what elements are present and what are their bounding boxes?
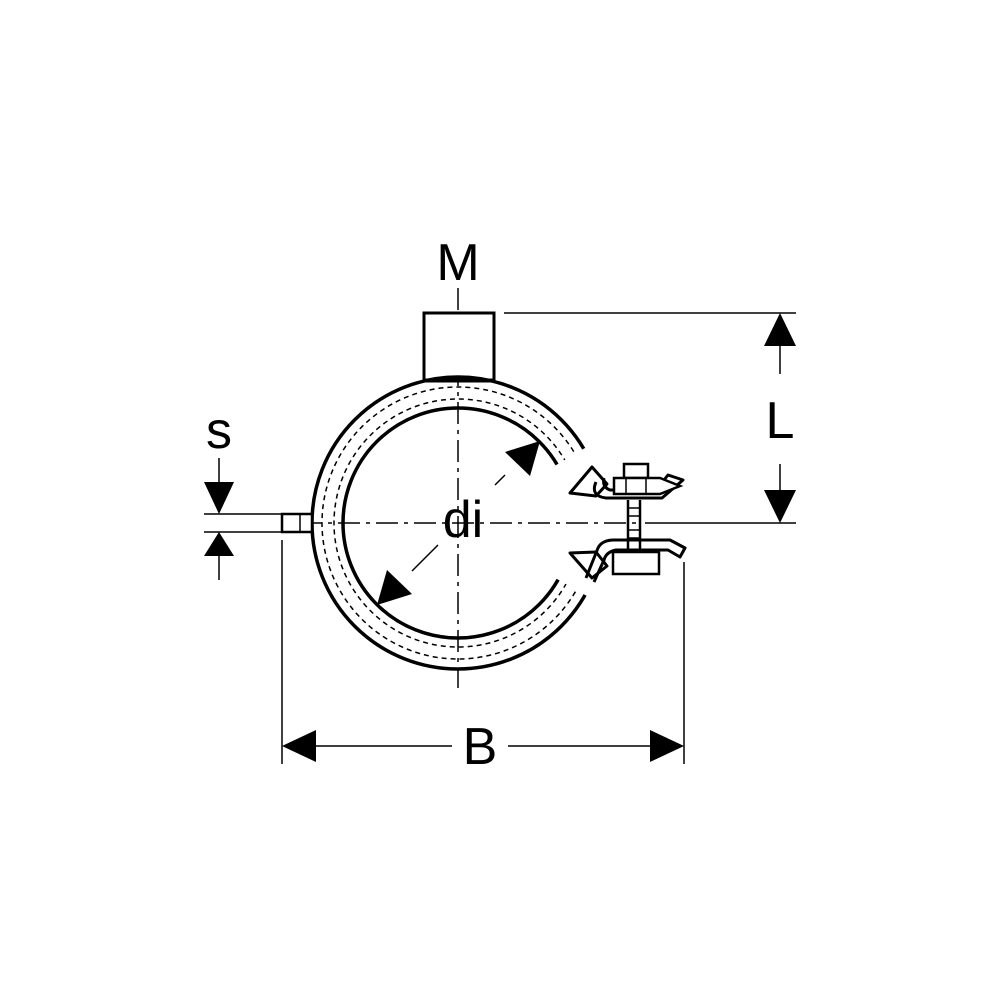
dimension-s [204,458,282,580]
clamp-screw [611,462,684,576]
di-arrow-upper [505,441,540,476]
L-arrow-bottom [764,490,796,523]
upper-gap-end [568,465,609,498]
wing-nut-top [622,462,650,480]
threaded-boss [422,311,496,383]
dimension-di [377,441,540,605]
di-arrow-lower [377,570,412,605]
dimension-B [281,540,685,764]
label-L: L [766,392,795,450]
liner-outer-edge [321,386,595,660]
upper-flange [592,473,685,500]
side-stud [280,512,314,534]
label-B: B [463,718,498,776]
liner-inner-edge [333,398,583,648]
B-arrow-right [650,730,684,762]
dimension-L [504,312,796,524]
lower-flange [584,538,687,583]
hex-nut [611,550,661,576]
label-di: di [443,491,483,549]
clamp-flanges [568,465,687,583]
ring-inner-edge [341,406,575,640]
L-arrow-top [764,313,796,346]
B-arrow-left [282,730,316,762]
s-arrow-bottom [204,532,234,556]
label-s: s [206,402,232,460]
label-M: M [436,234,479,292]
wing-nut [612,476,684,496]
s-arrow-top [204,482,234,514]
